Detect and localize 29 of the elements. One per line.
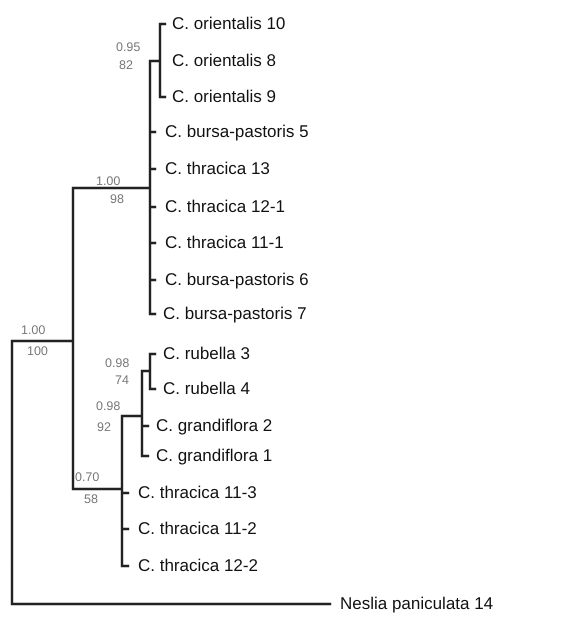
support-value: 74 xyxy=(115,374,129,386)
taxon-label: C. thracica 12-1 xyxy=(165,198,285,215)
taxon-label: C. thracica 11-2 xyxy=(138,520,257,537)
support-value: 82 xyxy=(119,59,133,72)
taxon-label: C. grandiflora 1 xyxy=(156,447,272,464)
support-value: 92 xyxy=(97,421,111,434)
taxon-label: Neslia paniculata 14 xyxy=(340,595,494,612)
support-value: 100 xyxy=(27,345,48,358)
support-value: 0.98 xyxy=(105,357,130,370)
support-value: 58 xyxy=(84,493,98,506)
taxon-label: C. grandiflora 2 xyxy=(156,417,272,434)
taxon-label: C. rubella 3 xyxy=(163,345,250,362)
support-value: 0.95 xyxy=(116,41,140,54)
taxon-label: C. bursa-pastoris 7 xyxy=(163,305,307,322)
taxon-label: C. rubella 4 xyxy=(163,380,250,397)
support-value: 1.00 xyxy=(21,324,46,336)
taxon-label: C. orientalis 9 xyxy=(172,88,276,105)
taxon-label: C. bursa-pastoris 6 xyxy=(165,271,309,288)
taxon-label: C. thracica 11-1 xyxy=(165,234,284,251)
support-value: 0.98 xyxy=(96,400,120,412)
support-value: 98 xyxy=(110,193,124,206)
support-value: 1.00 xyxy=(96,175,120,188)
taxon-label: C. orientalis 10 xyxy=(172,15,286,32)
taxon-label: C. orientalis 8 xyxy=(172,52,276,69)
taxon-label: C. thracica 12-2 xyxy=(138,557,258,574)
taxon-label: C. thracica 11-3 xyxy=(138,484,257,501)
taxon-label: C. thracica 13 xyxy=(165,160,270,177)
support-value: 0.70 xyxy=(75,471,100,484)
taxon-label: C. bursa-pastoris 5 xyxy=(165,123,309,140)
